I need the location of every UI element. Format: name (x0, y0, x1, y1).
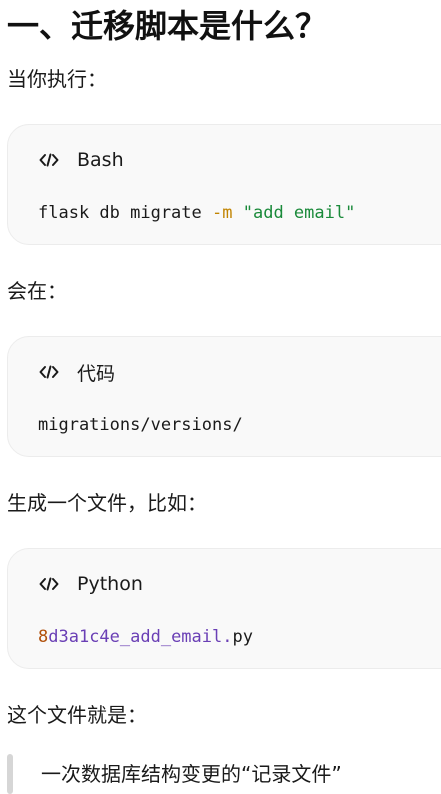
section-heading: 一、迁移脚本是什么？ (7, 7, 328, 45)
code-icon (38, 149, 60, 171)
code-language-label: Bash (77, 149, 124, 171)
code-block-header: Python (38, 569, 143, 599)
code-language-label: 代码 (77, 362, 116, 385)
code-block-python: Python 8d3a1c4e_add_email.py (7, 548, 441, 669)
code-token-space (232, 203, 242, 223)
code-token-identifier: d3a1c4e_add_email (48, 627, 223, 647)
paragraph-at: 会在： (7, 279, 67, 303)
code-icon (38, 573, 60, 595)
paragraph-this: 这个文件就是： (7, 703, 147, 727)
code-token-flag: -m (212, 203, 233, 223)
code-line[interactable]: migrations/versions/ (38, 415, 243, 435)
code-block-header: 代码 (38, 357, 115, 387)
code-token-string: "add email" (242, 203, 356, 223)
code-block-directory: 代码 migrations/versions/ (7, 336, 441, 457)
code-token-number: 8 (38, 627, 49, 647)
code-block-header: Bash (38, 145, 124, 175)
code-token-dot: . (222, 627, 233, 647)
code-line[interactable]: flask db migrate -m "add email" (38, 200, 355, 226)
blockquote: 一次数据库结构变更的“记录文件” (7, 754, 441, 794)
code-block-bash: Bash flask db migrate -m "add email" (7, 124, 441, 245)
paragraph-generate: 生成一个文件，比如： (7, 491, 207, 515)
code-token-command: flask db migrate (38, 203, 212, 223)
blockquote-text: 一次数据库结构变更的“记录文件” (41, 762, 342, 786)
code-token-extension: py (232, 627, 253, 647)
code-line[interactable]: 8d3a1c4e_add_email.py (38, 624, 253, 650)
paragraph-run: 当你执行： (7, 67, 107, 91)
blockquote-bar (7, 754, 13, 794)
code-icon (38, 361, 60, 383)
code-language-label: Python (77, 573, 143, 595)
